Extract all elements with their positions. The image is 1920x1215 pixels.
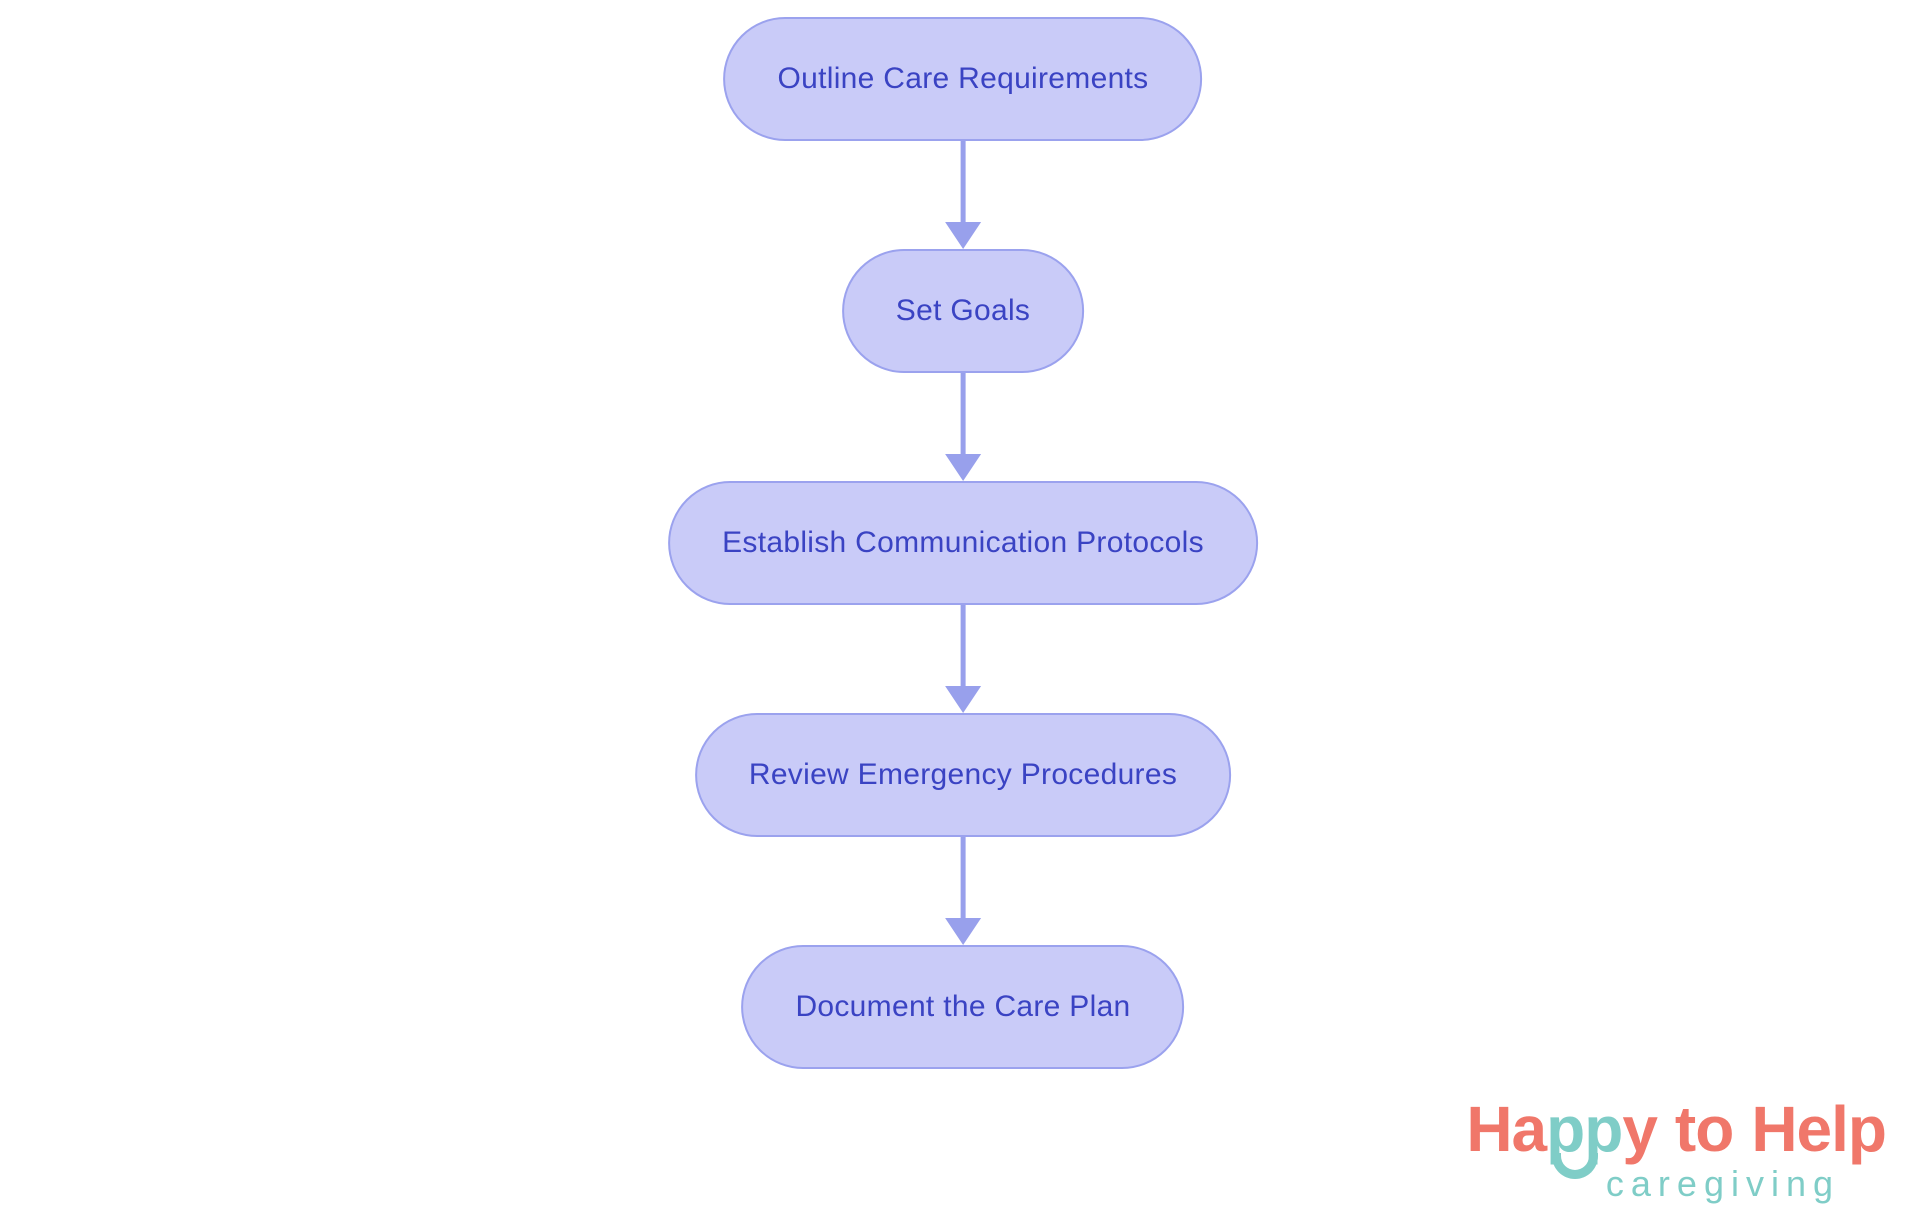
flow-node-outline-care-requirements: Outline Care Requirements (723, 17, 1203, 141)
flow-arrow-2-3 (945, 373, 981, 481)
flow-arrow-3-4 (945, 605, 981, 713)
logo-text-part: Ha (1466, 1093, 1547, 1165)
brand-logo-subtitle: caregiving (1605, 1163, 1840, 1204)
flow-node-label: Document the Care Plan (795, 990, 1131, 1023)
arrow-head-icon (945, 918, 981, 945)
flow-node-label: Establish Communication Protocols (722, 526, 1204, 559)
flow-node-label: Review Emergency Procedures (748, 758, 1178, 791)
flow-node-set-goals: Set Goals (841, 249, 1085, 373)
logo-text-part: to (1674, 1093, 1734, 1165)
arrow-head-icon (945, 222, 981, 249)
smile-icon (1552, 1153, 1599, 1179)
flow-node-document-the-care-plan: Document the Care Plan (741, 945, 1185, 1069)
arrow-head-icon (945, 686, 981, 713)
flow-node-review-emergency-procedures: Review Emergency Procedures (694, 713, 1232, 837)
logo-text-part: Help (1751, 1093, 1887, 1165)
arrow-stem (960, 837, 966, 921)
flowchart: Outline Care Requirements Set Goals Esta… (668, 17, 1258, 1069)
flow-arrow-1-2 (945, 141, 981, 249)
flow-node-establish-communication-protocols: Establish Communication Protocols (668, 481, 1258, 605)
arrow-head-icon (945, 454, 981, 481)
logo-text-part: pp (1546, 1093, 1623, 1165)
arrow-stem (960, 605, 966, 689)
flow-node-label: Outline Care Requirements (777, 62, 1149, 95)
flow-node-label: Set Goals (895, 294, 1031, 327)
arrow-stem (960, 373, 966, 457)
arrow-stem (960, 141, 966, 225)
logo-text-part: y (1622, 1093, 1658, 1165)
flow-arrow-4-5 (945, 837, 981, 945)
